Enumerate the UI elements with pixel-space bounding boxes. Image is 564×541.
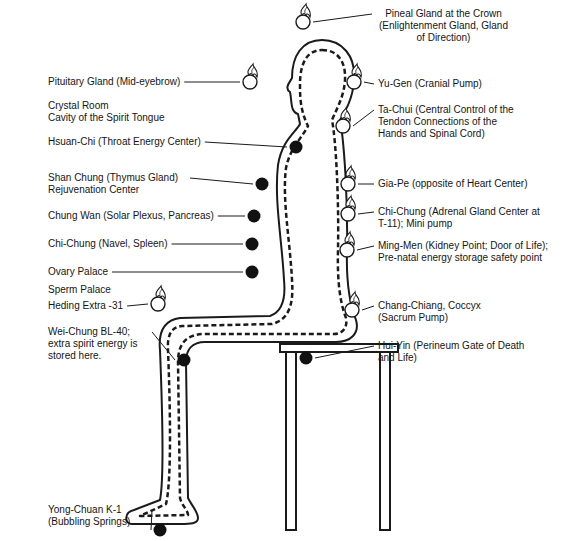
- leader-line: [205, 142, 287, 147]
- leader-line: [190, 178, 253, 184]
- leader-line: [362, 306, 374, 310]
- flame-icon: [151, 286, 165, 311]
- leader-line: [353, 110, 374, 126]
- flame-inner: [305, 7, 307, 13]
- chair-leg: [380, 352, 390, 530]
- flame-shape: [352, 64, 361, 77]
- energy-point-dot: [256, 178, 269, 191]
- energy-point-dot: [154, 524, 167, 537]
- point-label: Chung Wan (Solar Plexus, Pancreas): [48, 210, 214, 222]
- point-label: Yu-Gen (Cranial Pump): [378, 78, 482, 90]
- point-label: Wei-Chung BL-40; extra spirit energy is …: [48, 326, 148, 362]
- point-label: Crystal Room: [48, 100, 109, 112]
- leader-line: [151, 510, 152, 530]
- leader-line: [172, 244, 243, 245]
- flame-ring: [151, 297, 165, 311]
- flame-icon: [340, 232, 354, 257]
- flame-shape: [346, 166, 355, 179]
- leader-line: [358, 212, 374, 214]
- flame-inner: [160, 289, 162, 295]
- flame-shape: [248, 64, 257, 77]
- point-label: Hsuan-Chi (Throat Energy Center): [48, 136, 201, 148]
- leader-line: [313, 14, 372, 22]
- point-label: Ming-Men (Kidney Point; Door of Life); P…: [378, 240, 553, 264]
- flame-inner: [349, 235, 351, 241]
- point-label: Gia-Pe (opposite of Heart Center): [378, 178, 528, 190]
- leader-line: [127, 304, 148, 306]
- flame-icon: [345, 292, 359, 317]
- leader-line: [364, 82, 374, 84]
- energy-point-dot: [246, 238, 259, 251]
- leader-line: [358, 184, 374, 185]
- point-label: Shan Chung (Thymus Gland) Rejuvenation C…: [48, 172, 186, 196]
- flame-ring: [296, 15, 310, 29]
- point-label: Heding Extra -31: [48, 300, 123, 312]
- point-label: Chi-Chung (Adrenal Gland Center at T-11)…: [378, 206, 543, 230]
- leader-line: [112, 272, 243, 273]
- point-label: Pituitary Gland (Mid-eyebrow): [48, 76, 180, 88]
- flame-inner: [345, 111, 347, 117]
- energy-point-dot: [248, 210, 261, 223]
- point-label: Ta-Chui (Central Control of the Tendon C…: [378, 104, 518, 140]
- point-label: Pineal Gland at the Crown (Enlightenment…: [376, 8, 511, 44]
- flame-inner: [354, 295, 356, 301]
- flame-icon: [347, 64, 361, 89]
- flame-shape: [350, 292, 359, 305]
- flame-shape: [301, 4, 310, 17]
- flame-ring: [345, 303, 359, 317]
- point-dots: [154, 141, 313, 537]
- flame-inner: [356, 67, 358, 73]
- flame-icon: [341, 196, 355, 221]
- energy-point-dot: [178, 354, 191, 367]
- energy-orbit: [140, 50, 346, 516]
- point-label: Cavity of the Spirit Tongue: [48, 112, 165, 124]
- flame-shape: [346, 196, 355, 209]
- leader-line: [357, 246, 374, 250]
- flame-ring: [243, 75, 257, 89]
- leader-lines: [112, 14, 374, 530]
- point-label: Hui-Yin (Perineum Gate of Death and Life…: [378, 340, 528, 364]
- flame-inner: [350, 169, 352, 175]
- flame-shape: [345, 232, 354, 245]
- point-label: Chi-Chung (Navel, Spleen): [48, 238, 168, 250]
- flame-shape: [156, 286, 165, 299]
- leader-line: [315, 346, 374, 358]
- flame-inner: [350, 199, 352, 205]
- flame-icon: [296, 4, 310, 29]
- flame-ring: [347, 75, 361, 89]
- chair: [280, 344, 398, 530]
- energy-point-dot: [246, 266, 259, 279]
- flame-icon: [243, 64, 257, 89]
- leader-line: [152, 332, 175, 360]
- point-label: Chang-Chiang, Coccyx (Sacrum Pump): [378, 300, 518, 324]
- point-label: Sperm Palace: [48, 284, 111, 296]
- point-label: Yong-Chuan K-1 (Bubbling Springs): [48, 504, 148, 528]
- flame-ring: [340, 243, 354, 257]
- leader-line: [218, 216, 245, 217]
- flame-ring: [341, 207, 355, 221]
- energy-point-dot: [290, 141, 303, 154]
- flame-shape: [341, 108, 350, 121]
- flame-inner: [252, 67, 254, 73]
- flame-ring: [336, 119, 350, 133]
- point-label: Ovary Palace: [48, 266, 108, 278]
- flame-ring: [341, 177, 355, 191]
- leader-line: [184, 82, 240, 83]
- flame-icon: [336, 108, 350, 133]
- chair-leg: [286, 352, 296, 530]
- flame-icon: [341, 166, 355, 191]
- energy-point-dot: [300, 352, 313, 365]
- flame-icons: [151, 4, 361, 317]
